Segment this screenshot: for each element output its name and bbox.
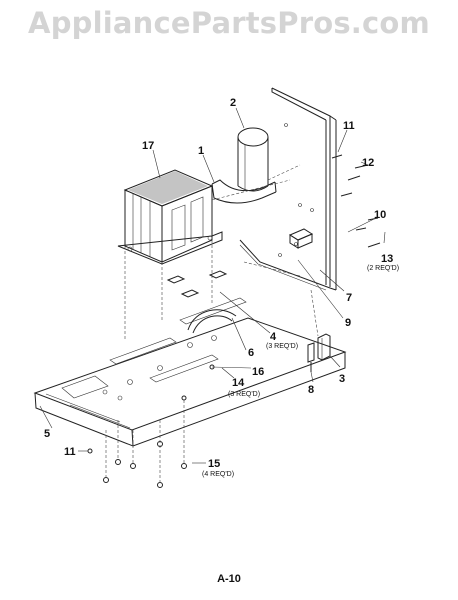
transformer <box>117 169 223 265</box>
callout-11-bottom: 11 <box>64 446 76 458</box>
note-part-13-quantity: (2 REQ'D) <box>367 265 399 272</box>
wire-clips <box>166 270 228 298</box>
callout-17: 17 <box>142 140 154 152</box>
part-callouts: 1 2 3 4 5 6 7 8 9 10 11 11 12 13 14 15 1… <box>44 97 399 478</box>
capacitor-strap <box>211 179 277 204</box>
callout-4: 4 <box>270 331 277 343</box>
callout-1: 1 <box>198 145 204 157</box>
base-plate <box>33 297 347 447</box>
note-part-14-quantity: (3 REQ'D) <box>228 391 260 398</box>
mounting-bracket-panel <box>239 87 337 291</box>
note-part-4-quantity: (3 REQ'D) <box>266 343 298 350</box>
terminal-block <box>288 228 314 249</box>
page-reference: A-10 <box>217 573 241 585</box>
cable-clamp <box>187 309 237 334</box>
callout-5: 5 <box>44 428 50 440</box>
callout-11-top: 11 <box>343 120 355 132</box>
note-part-15-quantity: (4 REQ'D) <box>202 471 234 478</box>
callout-12: 12 <box>362 157 374 169</box>
capacitor <box>237 127 269 192</box>
callout-15: 15 <box>208 458 220 470</box>
assembly-guide-lines <box>105 164 319 483</box>
callout-7: 7 <box>346 292 352 304</box>
callout-9: 9 <box>345 317 351 329</box>
callout-13: 13 <box>381 253 393 265</box>
leader-lines <box>39 107 386 464</box>
callout-3: 3 <box>339 373 345 385</box>
callout-14: 14 <box>232 377 245 389</box>
callout-6: 6 <box>248 347 254 359</box>
callout-2: 2 <box>230 97 236 109</box>
callout-16: 16 <box>252 366 264 378</box>
callout-10: 10 <box>374 209 386 221</box>
callout-8: 8 <box>308 384 314 396</box>
watermark: AppliancePartsPros.com <box>28 6 430 40</box>
